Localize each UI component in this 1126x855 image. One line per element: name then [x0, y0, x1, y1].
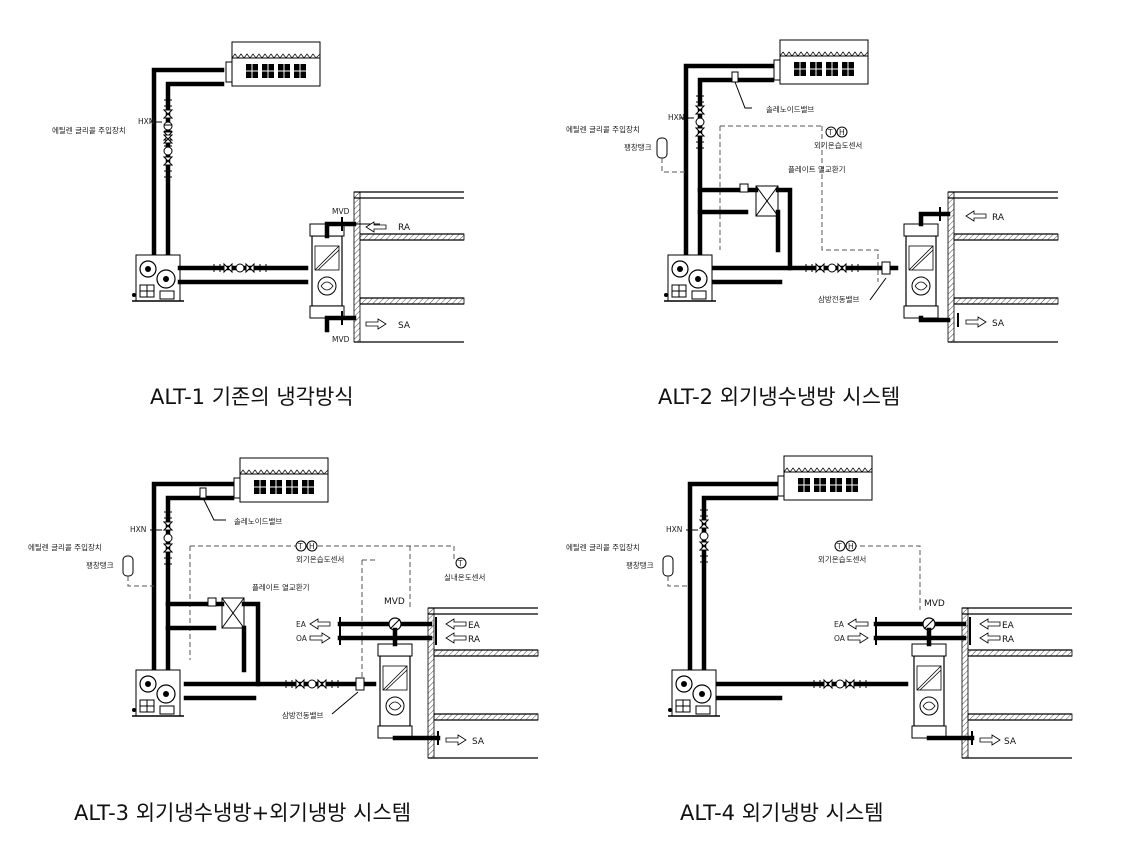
plate-hx-icon	[755, 185, 779, 217]
arrow-right-icon	[847, 632, 869, 644]
svg-text:H: H	[848, 542, 854, 551]
solenoid-valve-label: 솔레노이드밸브	[234, 516, 282, 526]
outdoor-sensor-label: 외기온습도센서	[818, 554, 866, 564]
arrow-left-icon	[445, 632, 467, 644]
arrow-right-icon	[979, 734, 1001, 746]
panel-alt2: HXN 에틸렌 글리콜 주입장치 팽창탱크 솔레노이드밸브 T H 외기온습도센…	[566, 39, 1059, 409]
ra-label: RA	[398, 223, 411, 233]
three-way-valve-label: 삼방전동밸브	[818, 294, 859, 304]
svg-text:T: T	[836, 542, 842, 551]
ea-right-label: EA	[1002, 621, 1015, 631]
panel-alt4: HXN 에틸렌 글리콜 주입장치 팽창탱크 T H 외기온습도센서 MVD EA…	[566, 455, 1073, 825]
ahu-icon	[903, 223, 939, 319]
outdoor-sensor-icon: T H	[825, 126, 848, 138]
outdoor-sensor-label: 외기온습도센서	[296, 554, 344, 564]
sa-label: SA	[992, 319, 1005, 329]
caption-alt1: ALT-1 기존의 냉각방식	[150, 385, 354, 409]
plate-hx-icon	[221, 597, 245, 629]
expansion-tank-icon	[122, 555, 134, 577]
ahu-icon	[911, 643, 947, 739]
arrow-left-icon	[309, 618, 331, 630]
arrow-left-icon	[979, 632, 1001, 644]
arrow-right-icon	[365, 318, 387, 330]
pump-chiller-icon	[667, 669, 721, 717]
glycol-injector-label: 에틸렌 글리콜 주입장치	[28, 542, 102, 552]
ahu-icon	[377, 643, 413, 739]
panel-alt1: HXN 에틸렌 글리콜 주입장치 MVD MVD RA SA ALT-1 기존의…	[52, 41, 465, 409]
glycol-injector-label: 에틸렌 글리콜 주입장치	[566, 542, 640, 552]
expansion-tank-label: 팽창탱크	[86, 560, 114, 570]
outdoor-sensor-icon: T H	[295, 540, 318, 552]
glycol-injector-label: 에틸렌 글리콜 주입장치	[566, 124, 640, 134]
arrow-left-icon	[965, 210, 987, 222]
arrow-left-icon	[445, 618, 467, 630]
mvd-bottom-label: MVD	[332, 335, 350, 344]
arrow-right-icon	[309, 632, 331, 644]
svg-text:H: H	[839, 128, 845, 137]
mvd-label: MVD	[384, 597, 405, 607]
mvd-top-label: MVD	[332, 207, 350, 216]
svg-text:H: H	[309, 542, 315, 551]
sa-label: SA	[398, 321, 411, 331]
building-duct	[353, 191, 465, 343]
sa-label: SA	[1004, 737, 1017, 747]
hxn-label: HXN	[666, 525, 682, 534]
ea-left-label: EA	[296, 620, 307, 629]
caption-alt4: ALT-4 외기냉방 시스템	[680, 801, 884, 825]
three-way-valve-label: 삼방전동밸브	[282, 710, 323, 720]
expansion-tank-icon	[656, 137, 668, 159]
arrow-right-icon	[965, 316, 987, 328]
ra-label: RA	[468, 635, 481, 645]
pump-chiller-icon	[131, 254, 185, 302]
ra-label: RA	[1002, 635, 1015, 645]
expansion-tank-icon	[662, 555, 674, 577]
ra-label: RA	[992, 213, 1005, 223]
cooling-tower-icon	[225, 41, 321, 87]
mvd-label: MVD	[924, 599, 945, 609]
expansion-tank-label: 팽창탱크	[624, 142, 652, 152]
caption-alt2: ALT-2 외기냉수냉방 시스템	[658, 385, 900, 409]
svg-text:T: T	[457, 559, 463, 568]
solenoid-valve-label: 솔레노이드밸브	[766, 104, 814, 114]
arrow-left-icon	[979, 618, 1001, 630]
hxn-label: HXN	[668, 113, 684, 122]
plate-hx-label: 플레이트 열교환기	[252, 582, 310, 592]
plate-hx-label: 플레이트 열교환기	[788, 164, 846, 174]
outdoor-sensor-icon: T H	[834, 540, 857, 552]
arrow-right-icon	[445, 734, 467, 746]
cooling-tower-icon	[777, 455, 873, 501]
panel-alt3: HXN 에틸렌 글리콜 주입장치 팽창탱크 솔레노이드밸브 T H 외기온습도센…	[28, 457, 539, 825]
cooling-tower-icon	[773, 39, 869, 85]
indoor-sensor-label: 실내온도센서	[444, 572, 485, 582]
cooling-tower-icon	[233, 457, 329, 503]
indoor-sensor-icon: T	[455, 557, 467, 569]
pump-chiller-icon	[663, 254, 717, 302]
hxn-label: HXN	[130, 525, 146, 534]
pump-chiller-icon	[131, 669, 185, 717]
expansion-tank-label: 팽창탱크	[626, 560, 654, 570]
hxn-label: HXN	[138, 117, 154, 126]
arrow-left-icon	[847, 618, 869, 630]
sa-label: SA	[472, 737, 485, 747]
svg-text:T: T	[827, 128, 833, 137]
oa-left-label: OA	[834, 634, 846, 643]
building-duct	[427, 607, 539, 759]
svg-text:T: T	[297, 542, 303, 551]
outdoor-sensor-label: 외기온습도센서	[814, 140, 862, 150]
oa-left-label: OA	[296, 634, 308, 643]
caption-alt3: ALT-3 외기냉수냉방+외기냉방 시스템	[74, 801, 411, 825]
ea-left-label: EA	[834, 620, 845, 629]
glycol-injector-label: 에틸렌 글리콜 주입장치	[52, 125, 126, 135]
ea-right-label: EA	[468, 621, 481, 631]
building-duct	[961, 607, 1073, 759]
